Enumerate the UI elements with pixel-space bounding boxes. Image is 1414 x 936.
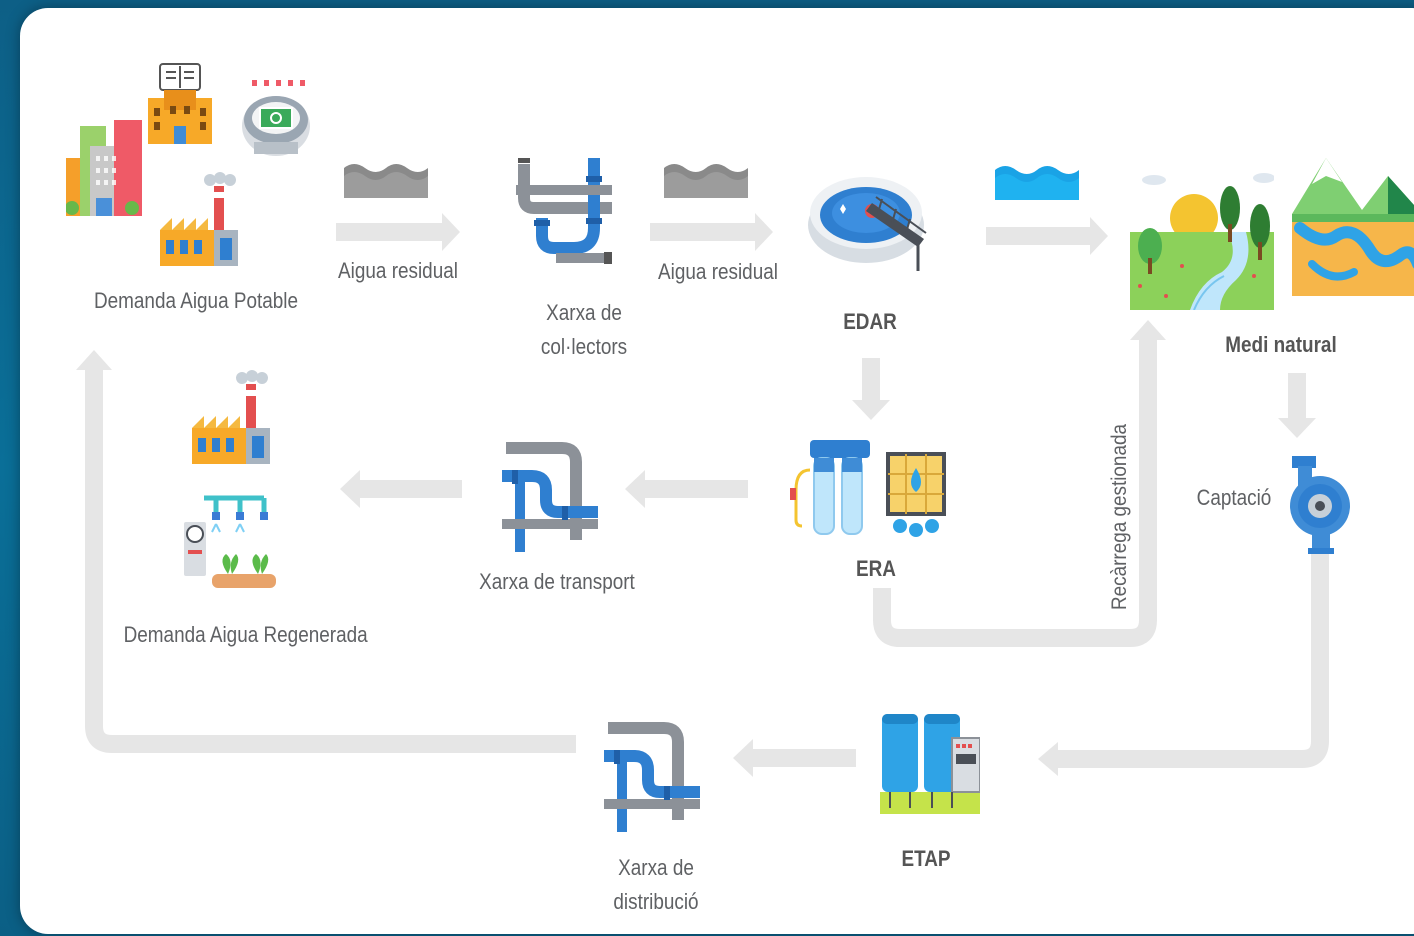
clean-water-icon (995, 162, 1079, 200)
wastewater-plant-icon (806, 163, 936, 273)
pipes-icon (604, 720, 704, 832)
factory-icon (158, 172, 244, 268)
factory-icon (190, 370, 276, 466)
stadium-icon (240, 80, 312, 160)
diagram-panel: Demanda Aigua Potable Aigua residual Xar… (20, 8, 1414, 934)
arrow-era-to-transport (625, 470, 748, 508)
label-xarxa-distribucio-2: distribució (613, 889, 699, 914)
arrow-medi-to-captacio (1278, 373, 1316, 438)
irrigation-icon (184, 494, 280, 594)
pipes-icon (516, 158, 616, 270)
label-era: ERA (856, 556, 896, 581)
arrow-distribucio-to-demanda (85, 368, 576, 753)
arrow-collectors-to-edar (650, 213, 773, 251)
river-landscape-icon (1130, 162, 1274, 310)
label-captacio: Captació (1196, 485, 1272, 510)
label-xarxa-collectors-1: Xarxa de (546, 300, 622, 325)
arrow-demanda-to-collectors (336, 213, 460, 251)
arrow-captacio-to-etap (1056, 548, 1329, 768)
infiltration-icon (886, 450, 950, 540)
label-aigua-residual-2: Aigua residual (658, 259, 778, 284)
label-xarxa-distribucio-1: Xarxa de (618, 855, 694, 880)
label-etap: ETAP (901, 846, 951, 871)
label-medi-natural: Medi natural (1225, 332, 1337, 357)
label-xarxa-collectors-2: col·lectors (540, 334, 628, 359)
arrow-etap-to-distribucio (733, 739, 856, 777)
library-icon (144, 62, 216, 146)
label-aigua-residual-1: Aigua residual (338, 258, 458, 283)
arrow-transport-to-regenerada (340, 470, 462, 508)
water-filter-icon (790, 440, 872, 540)
flow-arrows (76, 213, 1329, 777)
arrow-edar-to-era (852, 358, 890, 420)
city-buildings-icon (66, 116, 146, 216)
label-demanda-potable: Demanda Aigua Potable (93, 288, 299, 313)
water-treatment-plant-icon (880, 708, 980, 818)
aquifer-icon (1292, 154, 1414, 298)
label-recarrega: Recàrrega gestionada (1108, 424, 1131, 610)
label-xarxa-transport: Xarxa de transport (479, 569, 635, 594)
arrow-era-recarrega (873, 340, 1157, 647)
arrow-edar-to-medi (986, 217, 1108, 255)
pump-icon (1286, 456, 1356, 556)
dirty-water-icon (344, 160, 428, 198)
pipes-icon (502, 440, 602, 552)
label-edar: EDAR (843, 309, 897, 334)
label-demanda-regenerada: Demanda Aigua Regenerada (123, 622, 368, 647)
dirty-water-icon (664, 160, 748, 198)
